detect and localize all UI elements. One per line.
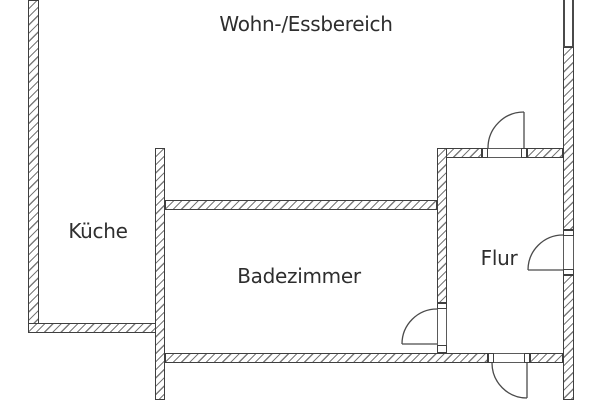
window-symbol bbox=[563, 0, 574, 47]
wall-left-outer bbox=[28, 0, 39, 333]
door-jamb bbox=[563, 230, 574, 236]
wall-right-outer-upper bbox=[563, 47, 574, 230]
room-label-kueche: Küche bbox=[68, 219, 128, 243]
wall-right-outer-lower bbox=[563, 275, 574, 400]
wall-flur-top-right-segment bbox=[527, 148, 563, 158]
room-label-flur: Flur bbox=[480, 246, 518, 270]
room-label-badezimmer: Badezimmer bbox=[237, 264, 361, 288]
door-jamb bbox=[437, 345, 447, 353]
wall-kueche-right bbox=[155, 148, 165, 400]
wall-badezimmer-flur bbox=[437, 148, 447, 303]
door-badezimmer bbox=[401, 308, 438, 345]
wall-kueche-bottom bbox=[28, 323, 165, 333]
door-jamb bbox=[524, 353, 530, 363]
door-jamb bbox=[437, 303, 447, 309]
wall-badezimmer-top bbox=[165, 200, 437, 210]
door-swing-arc bbox=[401, 308, 438, 345]
door-jamb bbox=[488, 353, 494, 363]
door-jamb bbox=[482, 148, 488, 158]
wall-bottom-left-segment bbox=[165, 353, 488, 363]
door-flur-bottom bbox=[491, 362, 528, 399]
door-flur-right bbox=[527, 234, 564, 271]
door-swing-arc bbox=[491, 362, 528, 399]
door-swing-arc bbox=[527, 234, 564, 271]
wall-bottom-right-segment bbox=[530, 353, 563, 363]
door-wohnbereich-flur bbox=[487, 111, 525, 149]
door-jamb bbox=[521, 148, 527, 158]
door-jamb bbox=[563, 269, 574, 275]
door-swing-arc bbox=[487, 111, 525, 149]
room-label-wohn-essbereich: Wohn-/Essbereich bbox=[219, 12, 393, 36]
